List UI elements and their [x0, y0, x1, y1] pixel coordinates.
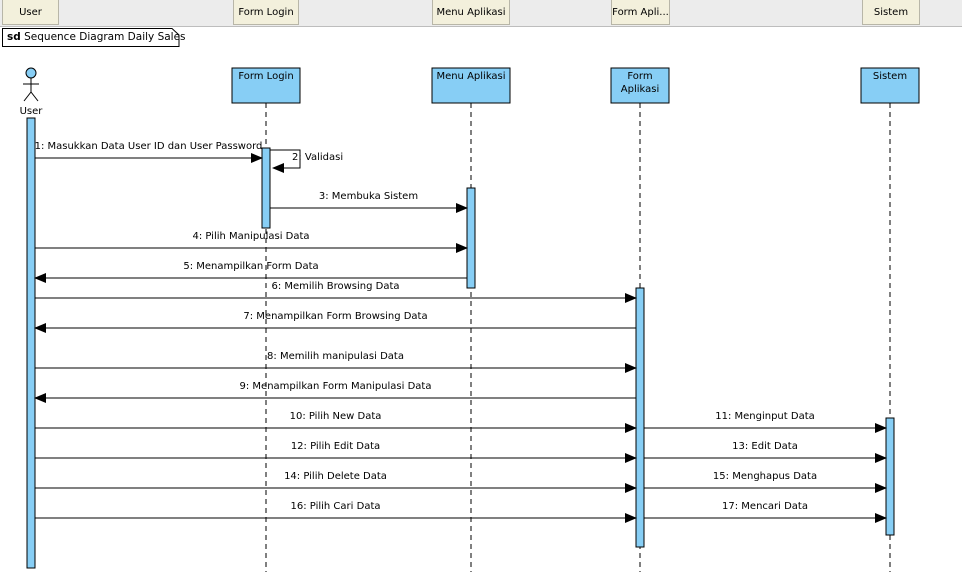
- message-label: 8: Memilih manipulasi Data: [267, 351, 404, 362]
- message-5[interactable]: 5: Menampilkan Form Data: [34, 261, 467, 283]
- frame-label: sd Sequence Diagram Daily Sales: [2, 28, 186, 47]
- lifeline-form-login[interactable]: Form Login: [231, 67, 301, 572]
- activation-bar-form-login: [261, 147, 271, 229]
- message-2[interactable]: 2: Validasi: [270, 149, 343, 173]
- message-9[interactable]: 9: Menampilkan Form Manipulasi Data: [34, 381, 636, 403]
- message-12[interactable]: 12: Pilih Edit Data: [35, 441, 637, 463]
- header-tab-form-login[interactable]: Form Login: [233, 0, 299, 25]
- message-16[interactable]: 16: Pilih Cari Data: [35, 501, 637, 523]
- message-label: 9: Menampilkan Form Manipulasi Data: [240, 381, 432, 392]
- header-tab-form-aplikasi[interactable]: Form Apli...: [611, 0, 670, 25]
- message-label: 13: Edit Data: [732, 441, 798, 452]
- lifeline-box[interactable]: [860, 67, 920, 104]
- message-11[interactable]: 11: Menginput Data: [644, 411, 887, 433]
- message-1[interactable]: 1: Masukkan Data User ID dan User Passwo…: [35, 141, 263, 163]
- message-6[interactable]: 6: Memilih Browsing Data: [35, 281, 637, 303]
- frame-tag-shape: [2, 28, 180, 47]
- message-label: 10: Pilih New Data: [290, 411, 382, 422]
- lifeline-label: Menu Aplikasi: [436, 71, 505, 82]
- message-17[interactable]: 17: Mencari Data: [644, 501, 887, 523]
- activation-bar-menu-aplikasi: [466, 187, 476, 289]
- lifeline-box[interactable]: [610, 67, 670, 104]
- header-tab-sistem[interactable]: Sistem: [862, 0, 920, 25]
- message-label: 11: Menginput Data: [715, 411, 815, 422]
- message-label: 1: Masukkan Data User ID dan User Passwo…: [35, 141, 263, 152]
- message-label: 6: Memilih Browsing Data: [271, 281, 399, 292]
- message-label: 3: Membuka Sistem: [319, 191, 418, 202]
- message-label: 17: Mencari Data: [722, 501, 808, 512]
- self-message-arrow: [270, 149, 301, 173]
- message-label: 12: Pilih Edit Data: [291, 441, 380, 452]
- message-10[interactable]: 10: Pilih New Data: [35, 411, 637, 433]
- message-label: 2: Validasi: [292, 152, 343, 163]
- frame-name: Sequence Diagram Daily Sales: [24, 31, 186, 43]
- activation-bar-form-aplikasi: [635, 287, 645, 548]
- message-label: 14: Pilih Delete Data: [284, 471, 387, 482]
- frame-keyword: sd: [7, 31, 21, 43]
- lifeline-box[interactable]: [231, 67, 301, 104]
- message-8[interactable]: 8: Memilih manipulasi Data: [35, 351, 637, 373]
- actor-user-icon[interactable]: [23, 67, 39, 102]
- activation-bar-sistem: [885, 417, 895, 536]
- message-label: 16: Pilih Cari Data: [291, 501, 381, 512]
- lifeline-box[interactable]: [431, 67, 511, 104]
- message-label: 15: Menghapus Data: [713, 471, 817, 482]
- lifeline-label: Form: [627, 71, 652, 82]
- lifeline-label: Sistem: [873, 71, 907, 82]
- message-label: 7: Menampilkan Form Browsing Data: [243, 311, 427, 322]
- message-14[interactable]: 14: Pilih Delete Data: [35, 471, 637, 493]
- lifeline-label: Aplikasi: [621, 84, 659, 95]
- message-7[interactable]: 7: Menampilkan Form Browsing Data: [34, 311, 636, 333]
- message-label: 4: Pilih Manipulasi Data: [192, 231, 309, 242]
- actor-user-label: User: [20, 106, 44, 117]
- message-label: 5: Menampilkan Form Data: [183, 261, 318, 272]
- message-15[interactable]: 15: Menghapus Data: [644, 471, 887, 493]
- lifeline-menu-aplikasi[interactable]: Menu Aplikasi: [431, 67, 511, 572]
- activation-bar-user: [26, 117, 36, 569]
- message-4[interactable]: 4: Pilih Manipulasi Data: [35, 231, 468, 253]
- header-tab-user[interactable]: User: [2, 0, 59, 25]
- lifeline-header-bar: User Form Login Menu Aplikasi Form Apli.…: [0, 0, 962, 27]
- lifeline-label: Form Login: [238, 71, 293, 82]
- message-13[interactable]: 13: Edit Data: [644, 441, 887, 463]
- header-tab-menu-aplikasi[interactable]: Menu Aplikasi: [432, 0, 510, 25]
- message-3[interactable]: 3: Membuka Sistem: [270, 191, 468, 213]
